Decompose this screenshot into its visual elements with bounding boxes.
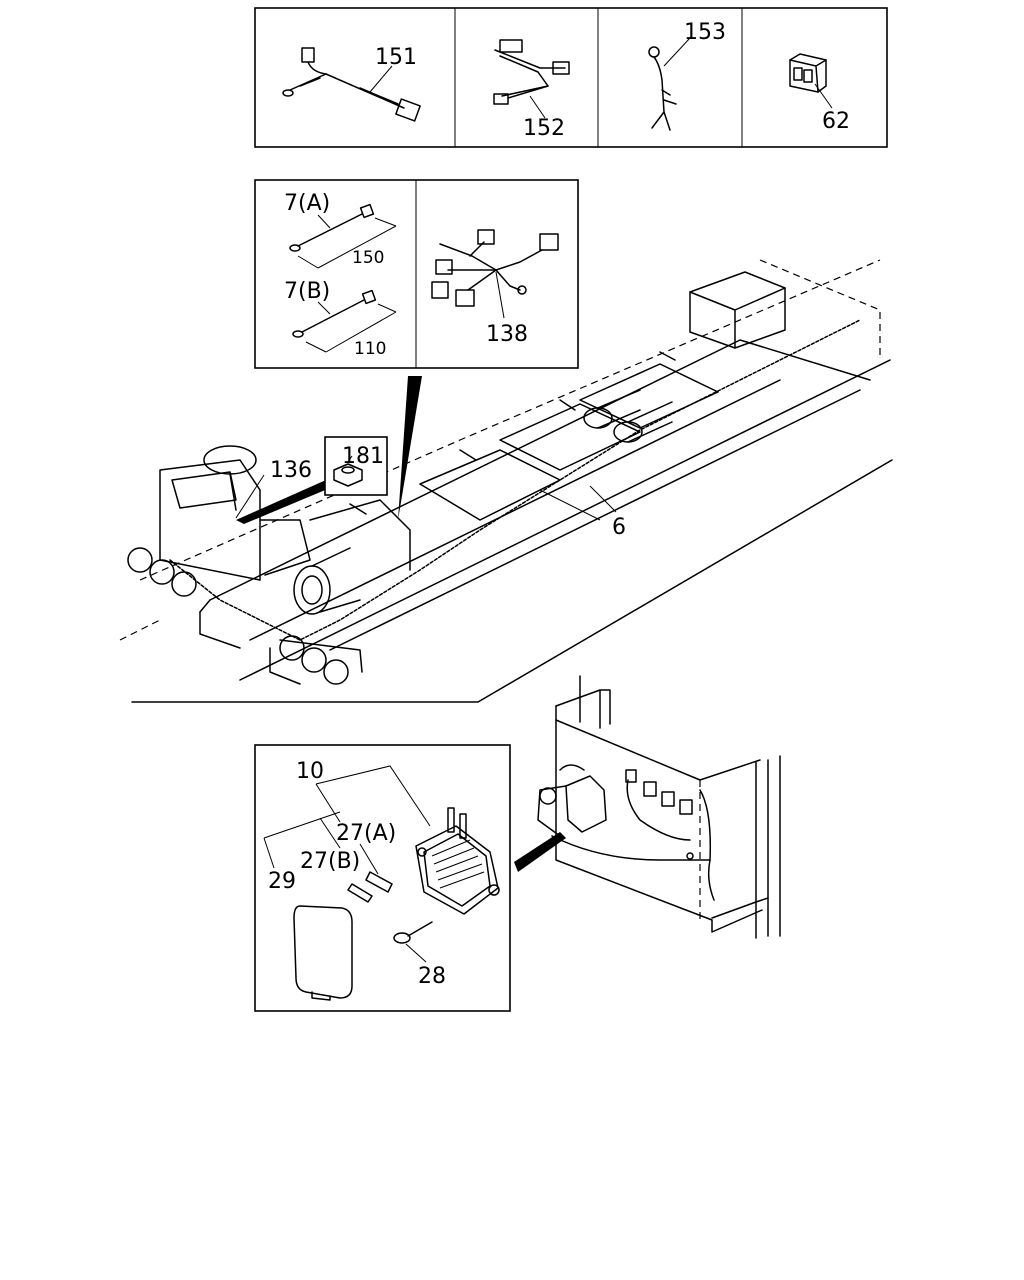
screw-28: [393, 921, 433, 963]
detail-box-cables: 7(A) 150 7(B) 110 138: [254, 179, 579, 369]
dimension-150: 150: [352, 248, 384, 268]
relay-module-10: [415, 807, 500, 915]
fuse-27b: [347, 883, 373, 903]
label-27a: 27(A): [336, 821, 396, 846]
section-separator-line: [131, 459, 893, 703]
label-153: 153: [684, 20, 726, 45]
label-7a: 7(A): [284, 191, 330, 216]
top-row-frame: [254, 7, 888, 148]
install-leader-wedge: [514, 832, 566, 872]
top-parts-row: 151 152 153 62: [254, 7, 888, 148]
relay-62-drawing: [789, 53, 833, 109]
nut-181-frame: [324, 436, 388, 496]
steering-wheel: [203, 445, 257, 475]
label-6: 6: [612, 515, 626, 540]
detail-leader-wedge: [398, 376, 422, 520]
harness-151-drawing: [282, 47, 421, 122]
chassis-assembly-drawing: [119, 259, 891, 685]
cover-29: [293, 905, 353, 999]
label-10: 10: [296, 759, 324, 784]
installation-view: [537, 675, 781, 939]
plate-27a: [365, 871, 393, 893]
label-7b: 7(B): [284, 279, 330, 304]
cable-7a-drawing: [289, 203, 397, 269]
nut-181-box: [324, 436, 388, 496]
label-27b: 27(B): [300, 849, 360, 874]
label-152: 152: [523, 116, 565, 141]
dimension-110: 110: [354, 339, 386, 359]
label-62: 62: [822, 109, 850, 134]
label-138: 138: [486, 322, 528, 347]
harness-138-drawing: [431, 229, 559, 319]
harness-152-drawing: [493, 39, 570, 119]
relay-detail-box: [254, 744, 511, 1012]
label-29: 29: [268, 869, 296, 894]
leader-wedge-136: [236, 480, 330, 524]
label-136: 136: [270, 458, 312, 483]
cable-7b-drawing: [292, 289, 397, 353]
label-181: 181: [342, 444, 384, 469]
label-151: 151: [375, 45, 417, 70]
harness-153-drawing: [648, 37, 691, 131]
label-28: 28: [418, 964, 446, 989]
